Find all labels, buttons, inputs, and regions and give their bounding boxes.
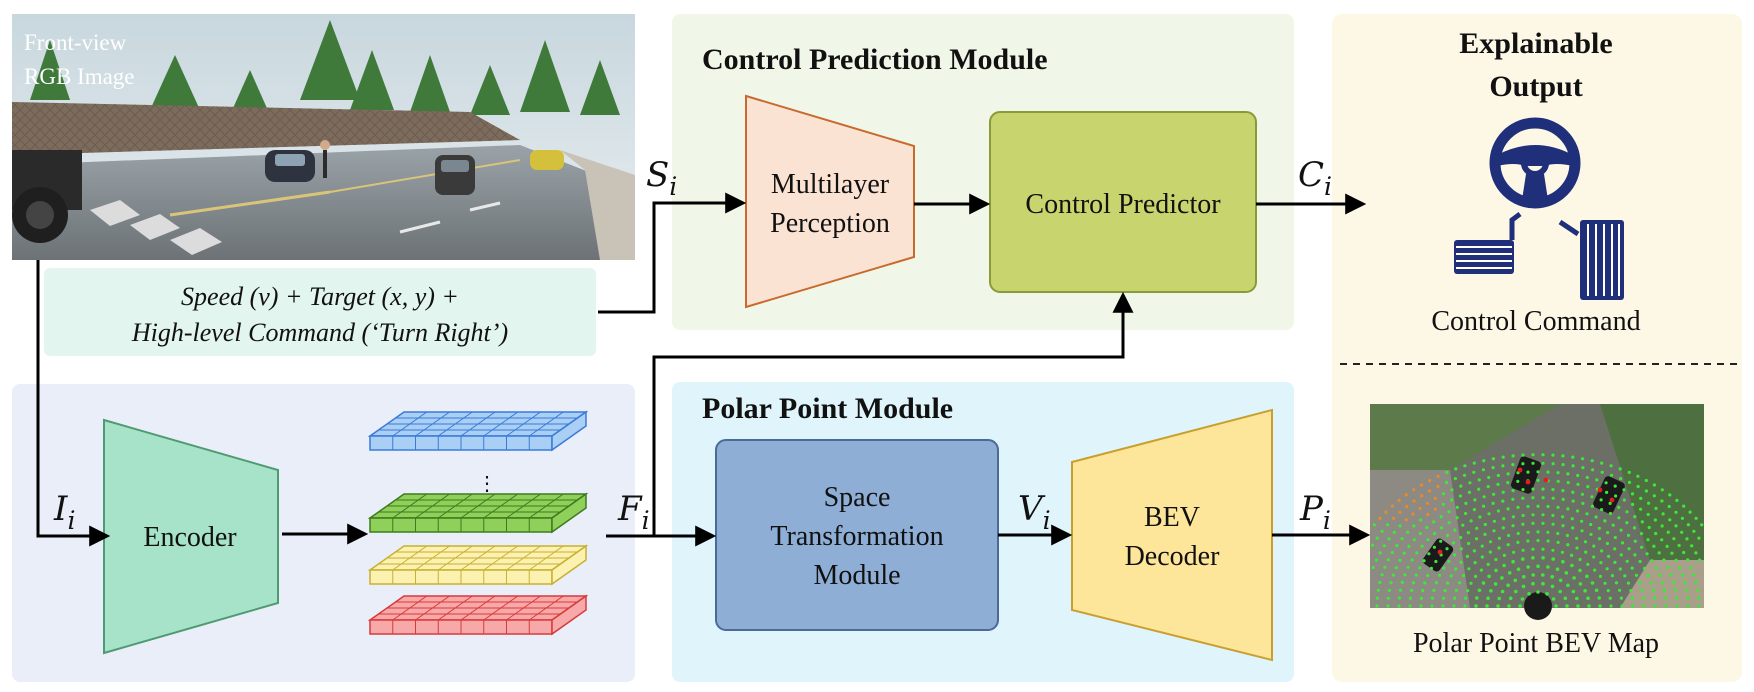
svg-text:Pi: Pi xyxy=(1299,489,1331,535)
svg-text:Si: Si xyxy=(646,155,677,201)
stm-label-line2: Transformation xyxy=(770,521,943,552)
bev-decoder-label-line2: Decoder xyxy=(1125,541,1221,572)
brake-pedal-icon xyxy=(1454,212,1522,274)
image-label-line1: Front-view xyxy=(24,30,127,55)
feature-layer-yellow xyxy=(367,544,589,586)
image-label-line2: RGB Image xyxy=(24,64,135,89)
svg-text:Vi: Vi xyxy=(1018,489,1051,535)
svg-text:Ci: Ci xyxy=(1298,155,1332,201)
bev-decoder-label-line1: BEV xyxy=(1144,502,1200,533)
symbol-s: Si xyxy=(646,155,677,201)
bev-map-caption: Polar Point BEV Map xyxy=(1413,628,1659,659)
feature-layer-stack xyxy=(367,410,589,636)
symbol-f: Fi xyxy=(617,489,650,535)
svg-text:Fi: Fi xyxy=(617,489,650,535)
polar-module-title: Polar Point Module xyxy=(702,392,953,425)
bev-decoder-block xyxy=(1071,408,1273,662)
control-module-title: Control Prediction Module xyxy=(702,43,1048,76)
control-predictor-label: Control Predictor xyxy=(1025,189,1221,220)
measurements-box xyxy=(44,268,596,356)
control-command-caption: Control Command xyxy=(1431,306,1640,337)
symbol-c: Ci xyxy=(1298,155,1332,201)
connections xyxy=(36,192,1371,547)
svg-text:Ii: Ii xyxy=(53,489,75,535)
output-title-line2: Output xyxy=(1489,70,1582,103)
stm-label-line3: Module xyxy=(813,560,900,591)
arrow-features-to-predictor xyxy=(652,291,1134,536)
feature-layer-dots: ⋮ xyxy=(477,473,497,495)
polar-points-layer xyxy=(1370,453,1704,608)
encoder-block xyxy=(103,418,279,655)
symbol-v: Vi xyxy=(1018,489,1051,535)
symbol-p: Pi xyxy=(1299,489,1331,535)
polar-point-bev-map xyxy=(1370,404,1704,620)
measurements-line2: High-level Command (‘Turn Right’) xyxy=(131,318,508,347)
steering-wheel-icon xyxy=(1489,117,1581,209)
mlp-label-line2: Perception xyxy=(770,208,890,239)
mlp-block xyxy=(745,94,915,309)
arrow-image-to-encoder xyxy=(36,260,111,547)
stm-label-line1: Space xyxy=(824,482,891,513)
measurements-line1: Speed (v) + Target (x, y) + xyxy=(181,282,459,311)
output-title-line1: Explainable xyxy=(1459,27,1612,60)
mlp-label-line1: Multilayer xyxy=(771,169,890,200)
encoder-label: Encoder xyxy=(143,522,237,553)
feature-layer-green xyxy=(367,492,589,534)
arrow-measurements-to-mlp xyxy=(598,192,747,314)
feature-layer-blue xyxy=(367,410,589,452)
symbol-i: Ii xyxy=(53,489,75,535)
accelerator-pedal-icon xyxy=(1558,219,1624,300)
front-view-image xyxy=(12,14,635,260)
feature-layer-red xyxy=(367,594,589,636)
